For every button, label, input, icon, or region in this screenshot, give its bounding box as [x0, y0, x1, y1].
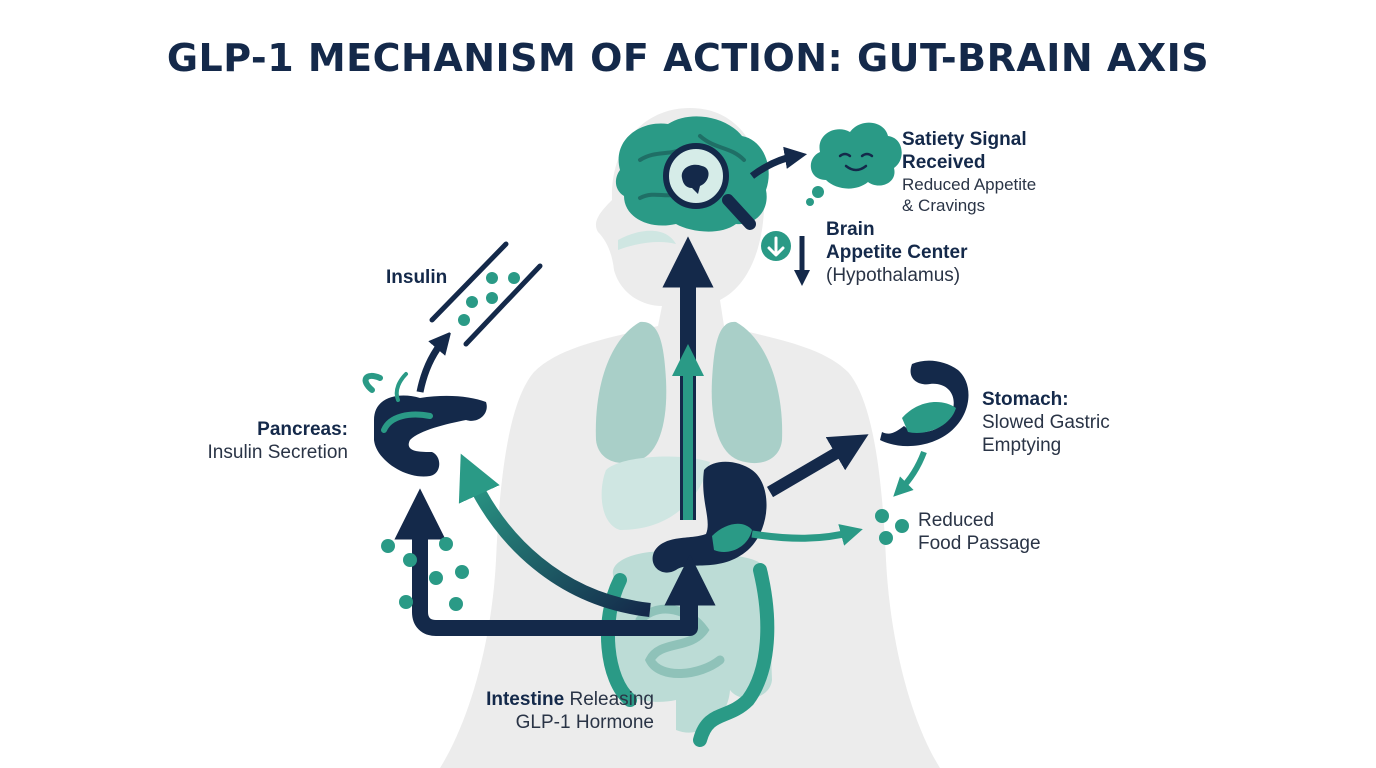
- satiety-sub-line2: & Cravings: [902, 196, 986, 215]
- arrow-stomach-icon-to-food: [893, 450, 927, 497]
- arrow-curve-to-pancreas: [458, 453, 651, 617]
- stomach-sub-line2: Emptying: [982, 435, 1062, 456]
- satiety-label: Satiety Signal Received Reduced Appetite…: [902, 128, 1036, 216]
- food-line1: Reduced: [918, 510, 995, 531]
- stomach-label: Stomach: Slowed Gastric Emptying: [982, 388, 1110, 457]
- glp1-particles-left: [381, 537, 469, 611]
- arrow-stomach-to-food: [751, 524, 863, 546]
- pancreas-label: Pancreas: Insulin Secretion: [186, 418, 348, 464]
- stomach-sub-line1: Slowed Gastric: [982, 412, 1110, 433]
- page-title: GLP-1 MECHANISM OF ACTION: GUT-BRAIN AXI…: [166, 36, 1210, 80]
- intestine-rest: Releasing: [569, 689, 655, 710]
- arrow-stomach-to-icon: [766, 434, 869, 498]
- body-stomach: [652, 461, 767, 573]
- intestine-line2: GLP-1 Hormone: [515, 712, 654, 733]
- food-label: Reduced Food Passage: [918, 509, 1041, 555]
- arrow-pancreas-to-insulin: [416, 331, 452, 393]
- intestines: [600, 551, 775, 747]
- blood-vessel-icon: [429, 241, 543, 347]
- arrow-brain-to-satiety: [749, 146, 808, 179]
- stomach-icon: [880, 360, 969, 447]
- magnifier-brain-icon: [663, 143, 756, 230]
- brain-line3: (Hypothalamus): [826, 265, 961, 286]
- intestine-bold: Intestine: [486, 689, 565, 710]
- intestine-label: Intestine Releasing GLP-1 Hormone: [454, 688, 654, 734]
- arrow-intestine-to-pancreas: [394, 488, 696, 636]
- food-particles: [875, 509, 909, 545]
- brain-line1: Brain: [826, 219, 875, 240]
- food-line2: Food Passage: [918, 533, 1041, 554]
- brain-label: Brain Appetite Center (Hypothalamus): [826, 218, 967, 287]
- pancreas-icon: [362, 372, 487, 477]
- insulin-label: Insulin: [386, 267, 448, 288]
- satiety-sub-line1: Reduced Appetite: [902, 175, 1037, 194]
- lungs: [595, 321, 783, 464]
- satiety-title-line1: Satiety Signal: [902, 129, 1027, 150]
- pancreas-sub: Insulin Secretion: [207, 442, 348, 463]
- brain-line2: Appetite Center: [826, 242, 968, 263]
- down-arrow-circle-icon: [761, 231, 791, 261]
- throat-shape: [618, 230, 676, 250]
- pancreas-title: Pancreas:: [257, 419, 348, 440]
- satiety-title-line2: Received: [902, 152, 986, 173]
- stomach-title: Stomach:: [982, 389, 1069, 410]
- arrow-intestine-upturn: [660, 554, 716, 636]
- thought-cloud-smiley-icon: [806, 122, 902, 206]
